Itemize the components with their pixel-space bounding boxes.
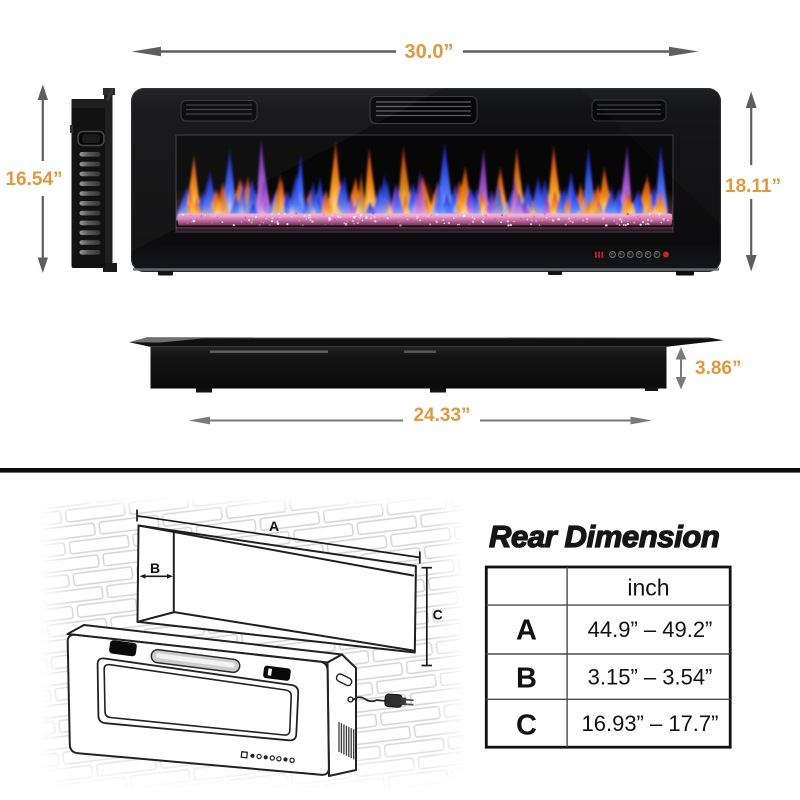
svg-text:24.33”: 24.33”: [413, 405, 470, 426]
svg-text:B: B: [150, 560, 160, 576]
svg-text:C: C: [433, 607, 443, 623]
svg-text:16.93” – 17.7”: 16.93” – 17.7”: [582, 711, 719, 736]
svg-text:A: A: [516, 615, 537, 647]
svg-text:3.86”: 3.86”: [695, 358, 741, 379]
svg-text:3.15” – 3.54”: 3.15” – 3.54”: [588, 665, 713, 690]
svg-text:18.11”: 18.11”: [725, 176, 781, 197]
svg-text:inch: inch: [627, 575, 669, 601]
svg-text:B: B: [516, 663, 537, 695]
svg-text:A: A: [269, 518, 279, 534]
svg-text:44.9” – 49.2”: 44.9” – 49.2”: [588, 617, 713, 642]
svg-text:C: C: [516, 710, 537, 742]
svg-text:Rear Dimension: Rear Dimension: [489, 519, 719, 554]
svg-text:30.0”: 30.0”: [405, 41, 454, 63]
svg-text:16.54”: 16.54”: [5, 169, 62, 190]
